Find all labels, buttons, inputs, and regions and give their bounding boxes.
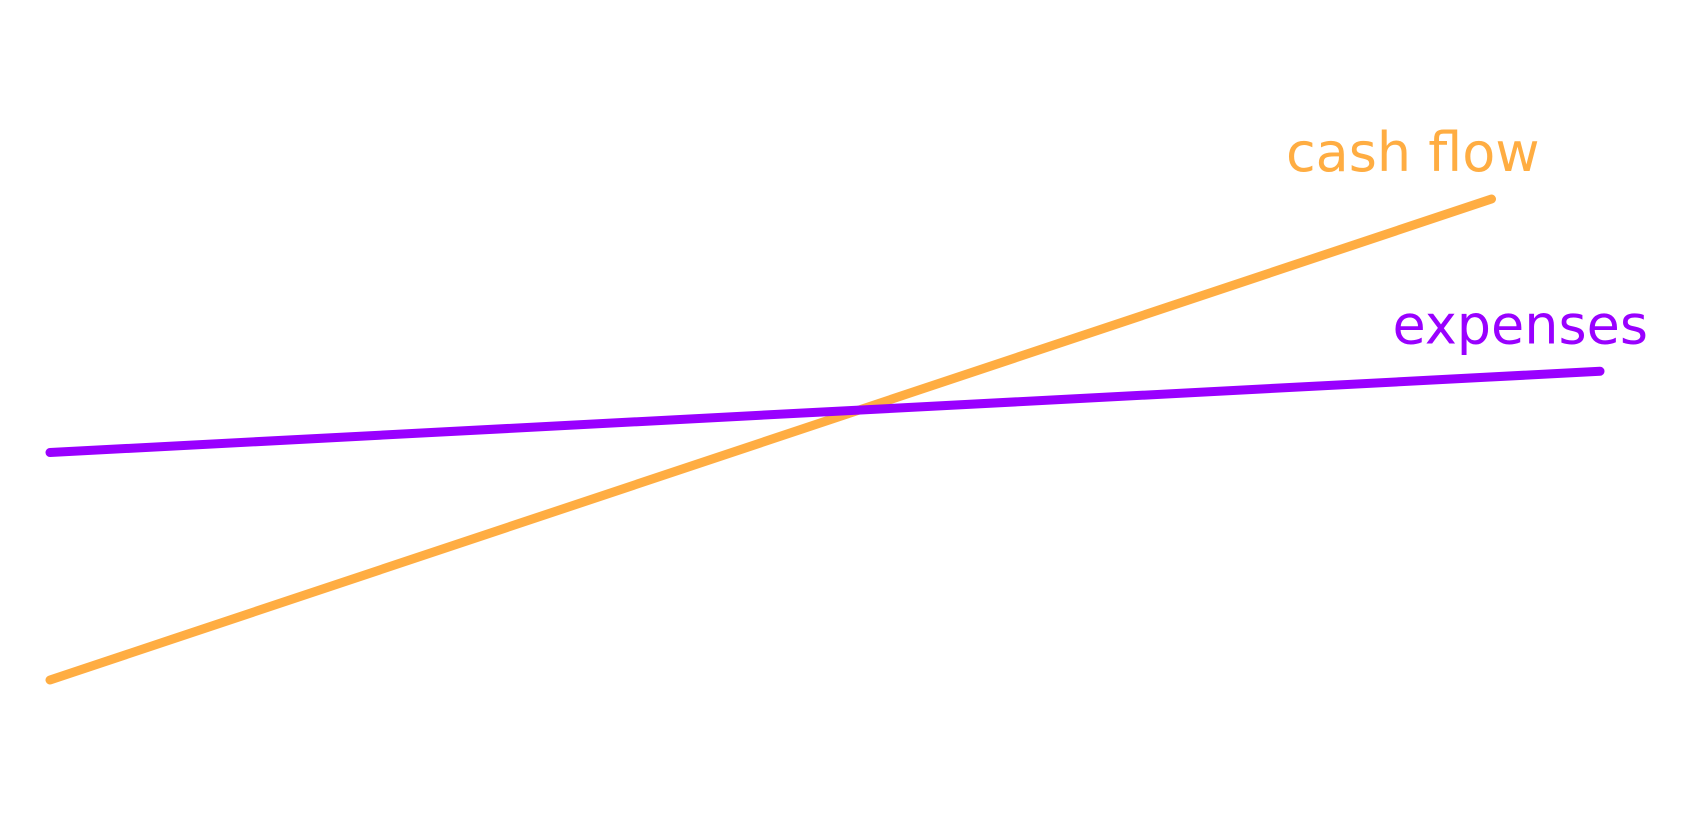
series-line-expenses — [45, 366, 1605, 457]
series-label-expenses: expenses — [1393, 293, 1648, 356]
series-layer — [45, 194, 1605, 685]
series-line-cash-flow — [45, 194, 1496, 685]
label-layer: cash flow expenses — [1286, 121, 1648, 356]
series-label-cash-flow: cash flow — [1286, 121, 1540, 184]
